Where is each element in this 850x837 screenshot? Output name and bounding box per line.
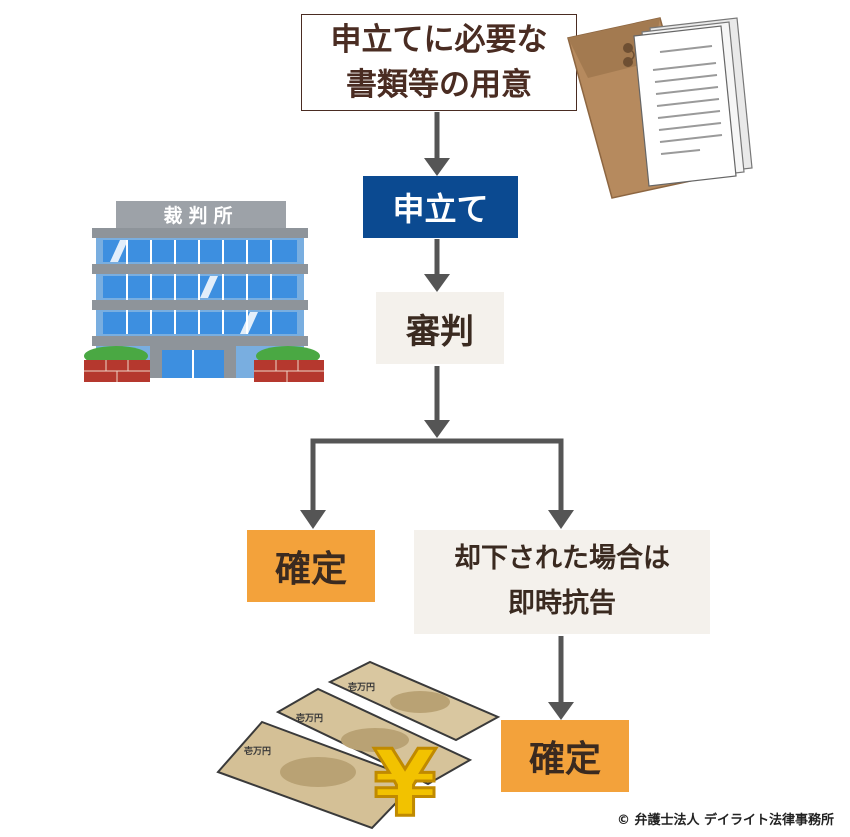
- copyright-credit: © 弁護士法人 デイライト法律事務所: [616, 813, 834, 828]
- bill-label: 壱万円: [296, 712, 323, 724]
- arrowhead: [424, 274, 450, 292]
- arrowhead: [300, 510, 326, 529]
- arrowhead: [424, 420, 450, 438]
- court-sign: 裁判所: [163, 204, 238, 227]
- step-appeal-line1: 却下された場合は: [454, 543, 670, 575]
- arrowhead: [424, 158, 450, 176]
- bill-label: 壱万円: [348, 681, 375, 693]
- yen-symbol: ¥: [373, 730, 437, 837]
- arrowhead: [548, 702, 574, 720]
- step-finalized: 確定: [247, 530, 375, 602]
- step-appeal-line2: 即時抗告: [508, 588, 616, 619]
- step-appeal: 却下された場合は 即時抗告: [414, 530, 710, 634]
- step-prepare-line2: 書類等の用意: [346, 66, 532, 103]
- step-prepare-documents: 申立てに必要な 書類等の用意: [301, 14, 577, 111]
- bill-label: 壱万円: [244, 745, 271, 757]
- step-prepare-line1: 申立てに必要な: [330, 21, 548, 58]
- step-finalized-after-appeal: 確定: [501, 720, 629, 792]
- step-apply: 申立て: [363, 176, 518, 238]
- arrowhead: [548, 510, 574, 529]
- step-judgment: 審判: [376, 292, 504, 364]
- branch-connector: [310, 438, 564, 510]
